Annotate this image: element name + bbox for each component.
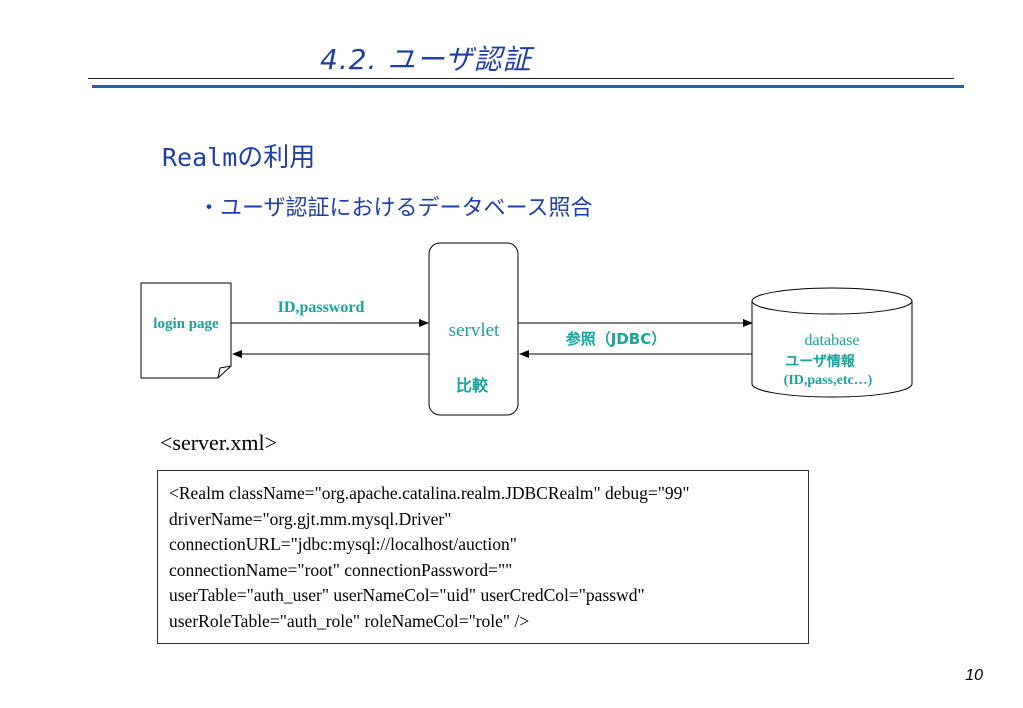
code-line: userTable="auth_user" userNameCol="uid" … — [169, 585, 645, 605]
user-info-detail: (ID,pass,etc…) — [784, 373, 873, 388]
servlet-box — [428, 242, 519, 416]
code-line: userRoleTable="auth_role" roleNameCol="r… — [169, 610, 530, 631]
jdbc-label: 参照（JDBC） — [566, 330, 666, 348]
title-rule-thick — [92, 85, 964, 88]
heading-rest: の利用 — [237, 143, 316, 173]
heading-realm: Realm — [162, 143, 238, 172]
database-top — [751, 287, 913, 315]
database-label: database — [804, 332, 859, 349]
server-xml-label: <server.xml> — [160, 430, 278, 455]
user-info-label: ユーザ情報 — [785, 353, 856, 370]
code-line: connectionURL="jdbc:mysql://localhost/au… — [169, 534, 517, 554]
servlet-compare-label: 比較 — [456, 376, 489, 395]
slide-title: 4.2. ユーザ認証 — [320, 43, 532, 76]
server-xml-code: <Realm className="org.apache.catalina.re… — [157, 470, 809, 644]
code-line: <Realm className="org.apache.catalina.re… — [169, 483, 690, 503]
code-line: driverName="org.gjt.mm.mysql.Driver" — [169, 508, 452, 529]
bullet-item: ・ユーザ認証におけるデータベース照合 — [198, 196, 593, 221]
servlet-label: servlet — [449, 320, 500, 341]
title-rule-thin — [88, 78, 954, 79]
login-page-shape — [140, 282, 232, 379]
page-number: 10 — [965, 667, 983, 684]
database-cylinder — [751, 301, 913, 398]
section-heading: Realmの利用 — [162, 137, 315, 174]
id-password-label: ID,password — [278, 299, 365, 316]
code-line: connectionName="root" connectionPassword… — [169, 559, 513, 580]
login-page-fold — [217, 365, 232, 379]
login-page-label: login page — [153, 316, 219, 332]
